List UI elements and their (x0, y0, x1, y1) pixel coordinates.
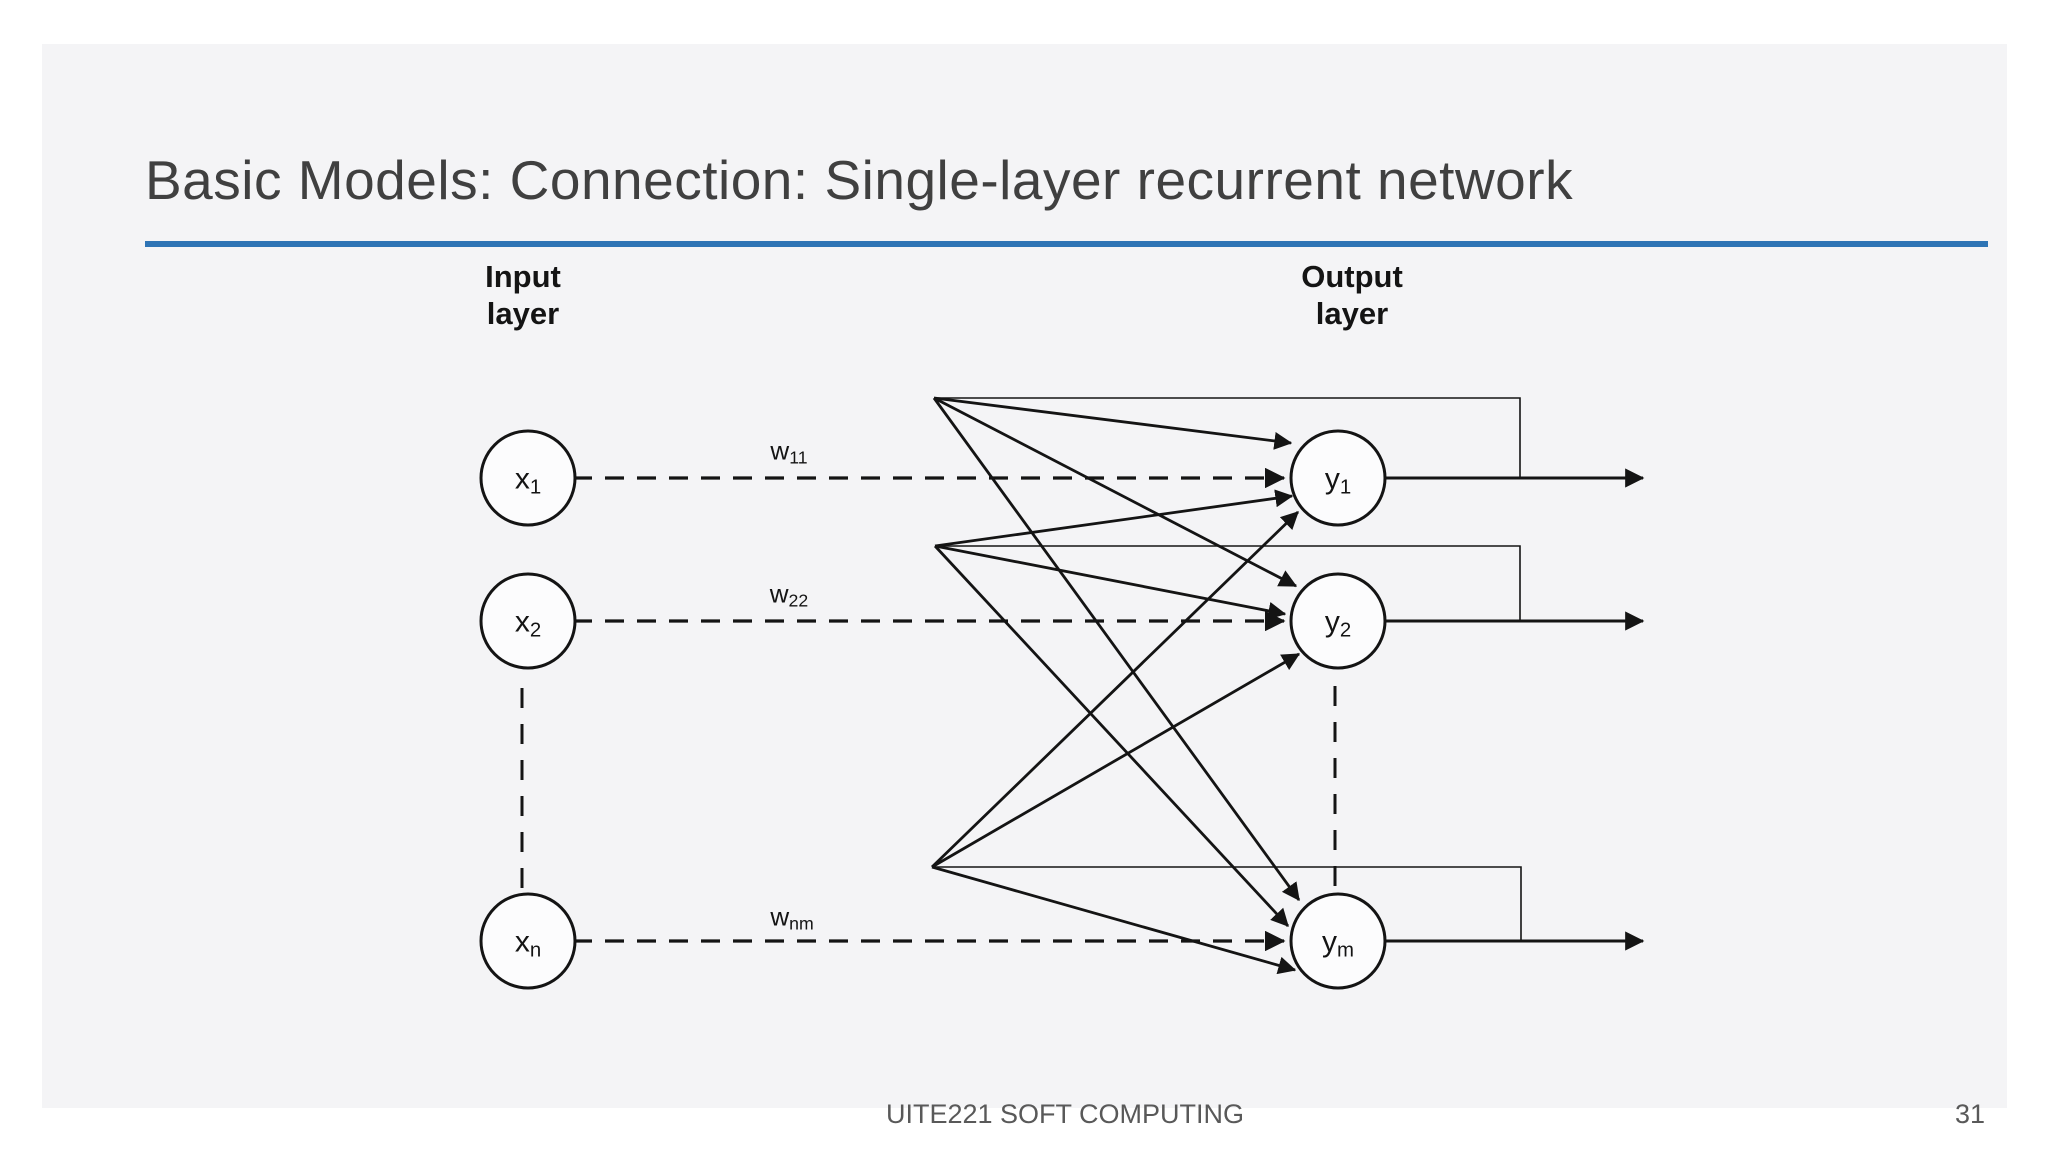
feedback-arrow-loop2-to-y2 (934, 544, 1287, 620)
node-label-sub: 1 (529, 476, 542, 499)
input-layer-heading: Input layer (485, 259, 561, 332)
input-node-x2 (479, 572, 577, 670)
node-label-base: y (1324, 462, 1340, 496)
recurrent-loop-y1 (934, 397, 1521, 477)
output-node-ym-label: ym (1322, 925, 1354, 962)
output-node-y2-label: y2 (1325, 605, 1351, 642)
feedback-arrow-loop3-to-ym (931, 865, 1297, 975)
node-label-sub: 2 (529, 619, 542, 642)
recurrent-loop-ym (932, 866, 1522, 940)
node-label-sub: 1 (1339, 476, 1352, 499)
weight-label-sub: 11 (789, 447, 808, 468)
input-node-xn (479, 892, 577, 990)
input-node-xn-label: xn (515, 925, 541, 962)
network-diagram (479, 396, 1645, 990)
slide-page-number: 31 (1954, 1099, 1985, 1129)
node-label-base: y (1324, 605, 1340, 639)
input-node-x1 (479, 429, 577, 527)
slide-canvas: Basic Models: Connection: Single-layer r… (42, 44, 2007, 1129)
output-node-y1 (1289, 429, 1387, 527)
output-node-y1-label: y1 (1325, 462, 1351, 499)
feedback-arrow-loop2-to-ym (933, 545, 1290, 927)
node-label-base: x (514, 462, 530, 496)
input-node-x1-label: x1 (515, 462, 541, 499)
node-label-base: x (514, 925, 530, 959)
node-label-sub: m (1337, 939, 1354, 962)
weight-label-w11: w11 (770, 435, 807, 468)
weight-label-base: w (770, 435, 790, 466)
feedback-arrow-loop1-to-y1 (933, 396, 1293, 450)
node-label-sub: 2 (1339, 619, 1352, 642)
output-layer-heading: Output layer (1301, 259, 1403, 332)
input-node-x2-label: x2 (515, 605, 541, 642)
footer-course-label: UITE221 SOFT COMPUTING (885, 1099, 1245, 1129)
recurrent-loop-y2 (935, 545, 1521, 620)
output-node-ym (1289, 892, 1387, 990)
weight-label-base: w (770, 901, 790, 932)
weight-label-wnm: wnm (770, 901, 813, 934)
node-label-sub: n (529, 939, 542, 962)
node-label-base: y (1322, 925, 1337, 959)
feedback-arrow-loop3-to-y1 (931, 510, 1299, 869)
weight-label-w22: w22 (770, 578, 808, 611)
slide-title: Basic Models: Connection: Single-layer r… (145, 149, 1574, 211)
weight-label-sub: nm (789, 913, 814, 934)
node-label-base: x (514, 605, 530, 639)
title-underline-rule (145, 241, 1988, 247)
output-node-y2 (1289, 572, 1387, 670)
feedback-arrow-loop2-to-y1 (934, 489, 1294, 548)
feedback-arrow-loop1-to-ym (932, 397, 1301, 902)
weight-label-sub: 22 (788, 590, 809, 611)
feedback-arrow-loop3-to-y2 (931, 652, 1301, 869)
feedback-arrow-loop1-to-y2 (933, 396, 1298, 588)
weight-label-base: w (769, 578, 789, 609)
